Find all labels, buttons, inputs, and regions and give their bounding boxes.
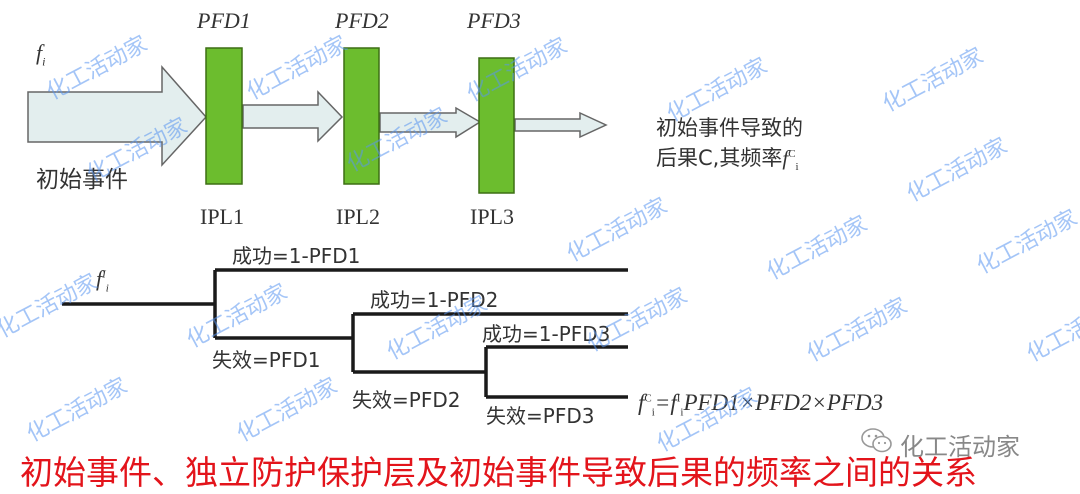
arrow-after-ipl2 — [379, 106, 482, 139]
consequence-frequency-formula: fCi=fIiPFD1×PFD2×PFD3 — [638, 390, 884, 419]
branch-failure-3: 失效=PFD3 — [486, 404, 595, 428]
pfd2-label: PFD2 — [335, 8, 389, 33]
arrow-after-ipl3 — [514, 111, 608, 139]
ipl3-layer — [478, 57, 515, 194]
ipl2-label: IPL2 — [336, 204, 380, 229]
branch-success-2: 成功=1-PFD2 — [370, 288, 499, 312]
ipl1-label: IPL1 — [200, 204, 244, 229]
ipl3-label: IPL3 — [470, 204, 514, 229]
branch-failure-1: 失效=PFD1 — [212, 348, 321, 372]
ipl2-layer — [343, 47, 380, 185]
branch-failure-2: 失效=PFD2 — [352, 388, 461, 412]
initial-event-arrow — [27, 65, 208, 167]
figure-caption: 初始事件、独立防护保护层及初始事件导致后果的频率之间的关系 — [20, 453, 977, 492]
initial-event-label: 初始事件 — [36, 167, 128, 193]
event-tree-lines — [62, 268, 628, 399]
branch-success-3: 成功=1-PFD3 — [482, 322, 611, 346]
initial-frequency-symbol: fi — [36, 40, 46, 69]
wechat-brand: 化工活动家 — [860, 426, 1020, 462]
outcome-label-line2: 后果C,其频率fCi — [656, 146, 799, 174]
pfd3-label: PFD3 — [467, 8, 521, 33]
tree-initial-frequency: fIi — [96, 266, 109, 295]
ipl1-layer — [205, 47, 243, 185]
pfd1-label: PFD1 — [197, 8, 251, 33]
branch-success-1: 成功=1-PFD1 — [232, 244, 361, 268]
outcome-label-line1: 初始事件导致的 — [656, 116, 803, 140]
brand-label: 化工活动家 — [900, 432, 1020, 461]
wechat-icon — [860, 426, 894, 462]
arrow-after-ipl1 — [242, 90, 344, 143]
